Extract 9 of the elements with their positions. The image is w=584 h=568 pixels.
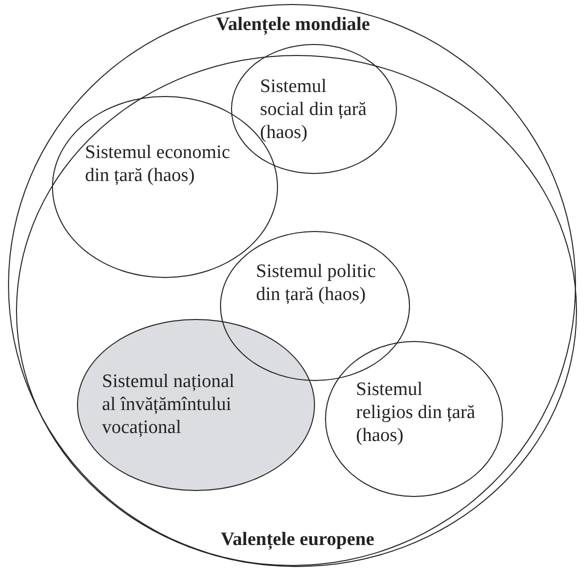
ellipse	[325, 341, 503, 497]
ellipse-label: Sistemul economic din țară (haos)	[85, 141, 232, 187]
ellipse-label: Sistemul social din țară (haos)	[260, 75, 368, 144]
circle-heading: Valențele mondiale	[215, 13, 371, 36]
ellipse-label: Sistemul național al învățămîntului vocațional	[102, 370, 236, 439]
ellipse-label: Sistemul religios din țară (haos)	[356, 378, 476, 447]
ellipse	[231, 44, 397, 174]
ellipse-label: Sistemul politic din țară (haos)	[256, 260, 376, 306]
circle-heading: Valențele europene	[220, 528, 376, 551]
